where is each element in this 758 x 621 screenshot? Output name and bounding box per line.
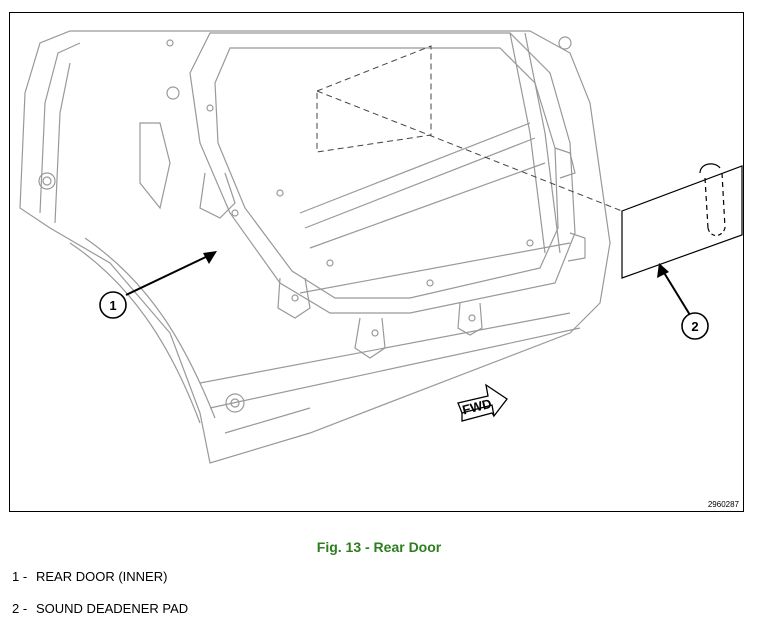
figure-id-code: 2960287 <box>707 500 739 509</box>
figure-caption: Fig. 13 - Rear Door <box>316 539 442 555</box>
fwd-label: FWD <box>461 396 493 418</box>
legend-item-number: 2 - <box>12 601 28 616</box>
legend-item-number: 1 - <box>12 569 28 584</box>
callout-2: 2 <box>657 263 709 340</box>
pad-location-outline <box>316 45 623 212</box>
legend-item-text: REAR DOOR (INNER) <box>36 569 168 584</box>
forward-arrow-icon: FWD <box>457 383 508 422</box>
figure-frame: FWD 1 2 2960287 <box>9 12 744 512</box>
legend-item-text: SOUND DEADENER PAD <box>36 601 189 616</box>
legend-item-2: 2 - SOUND DEADENER PAD <box>12 601 188 616</box>
callout-2-number: 2 <box>691 319 698 334</box>
rear-door-illustration: FWD 1 2 <box>19 30 743 464</box>
callout-1-number: 1 <box>109 298 116 313</box>
callout-1: 1 <box>99 251 217 319</box>
sound-deadener-pad <box>621 163 743 279</box>
legend-item-1: 1 - REAR DOOR (INNER) <box>12 569 167 584</box>
door-line-art <box>19 30 611 464</box>
